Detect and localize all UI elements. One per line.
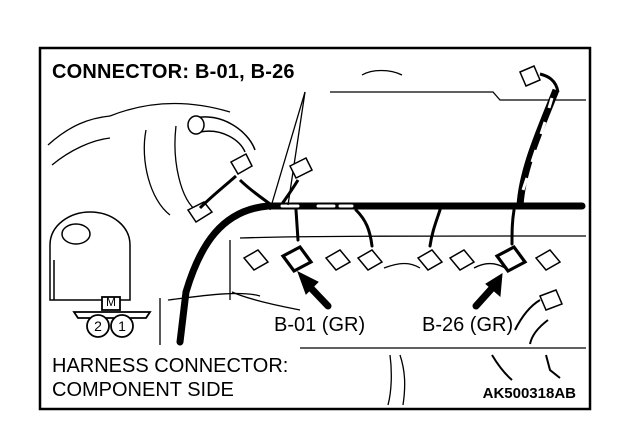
intake-pipe <box>187 115 256 153</box>
caption-line-1: HARNESS CONNECTOR: <box>52 355 289 377</box>
main-harness <box>176 202 586 346</box>
canister <box>49 211 131 301</box>
lower-right-pipes <box>491 299 561 381</box>
callout-arrows <box>297 270 503 310</box>
pin-label-2: 2 <box>94 318 102 334</box>
callout-label-b01: B-01 (GR) <box>274 314 366 336</box>
pin-badge-shape <box>72 296 152 338</box>
caption-line-2: COMPONENT SIDE <box>52 379 234 401</box>
pin-badge-header: M <box>106 295 116 309</box>
connector-row <box>242 244 562 274</box>
engine-contours <box>47 69 587 406</box>
diagram-title: CONNECTOR: B-01, B-26 <box>52 61 295 83</box>
upper-right-lead <box>516 88 560 207</box>
diagram-frame <box>38 46 592 411</box>
upper-connectors <box>186 65 563 311</box>
pin-label-1: 1 <box>118 318 126 334</box>
callout-label-b26: B-26 (GR) <box>422 314 514 336</box>
branch-wires <box>294 208 516 248</box>
figure-code: AK500318AB <box>482 385 576 402</box>
title-pointers <box>269 91 306 211</box>
